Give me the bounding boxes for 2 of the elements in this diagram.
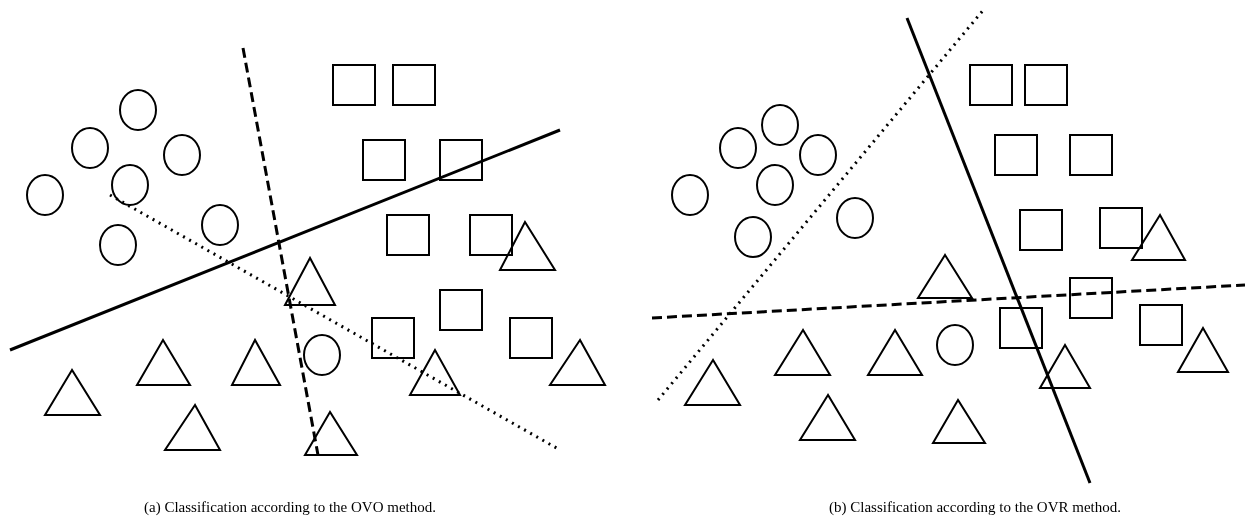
figure-caption: (a) Classification according to the OVO method.	[144, 499, 436, 516]
figure-caption: (b) Classification according to the OVR method.	[829, 499, 1121, 516]
